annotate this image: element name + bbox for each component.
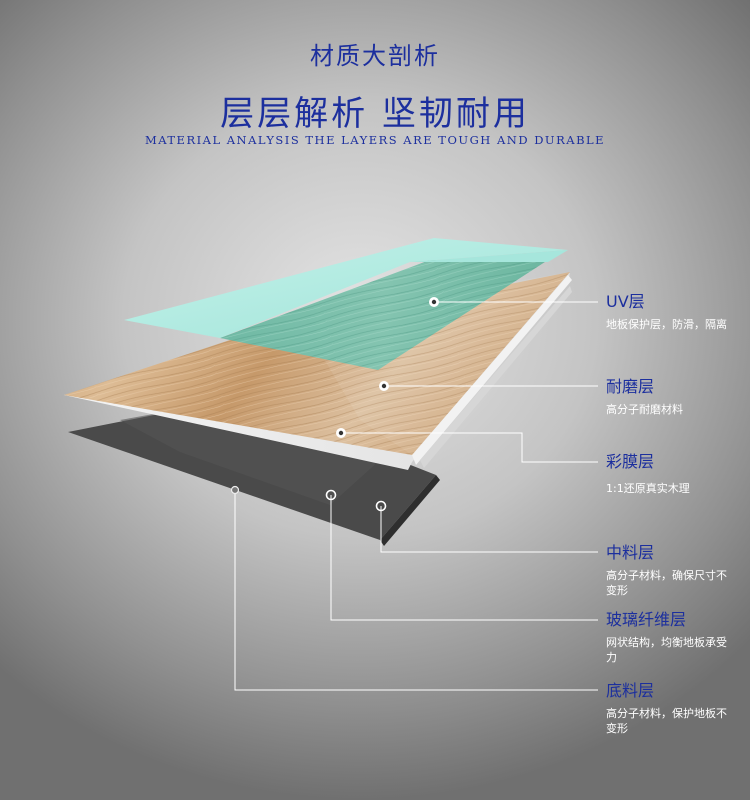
callout-title: 中料层	[606, 543, 655, 562]
callout-title: 玻璃纤维层	[606, 610, 687, 629]
callout-fiberglass: 玻璃纤维层 网状结构，均衡地板承受力	[606, 610, 731, 665]
marker-ring-fiber	[325, 489, 337, 501]
callout-title: 底料层	[606, 681, 655, 700]
callout-desc: 高分子材料，保护地板不变形	[606, 707, 727, 735]
callout-film: 彩膜层 1:1还原真实木理	[606, 452, 731, 496]
callout-desc: 高分子耐磨材料	[606, 403, 683, 416]
base-layer	[68, 398, 440, 546]
marker-ring-core	[375, 500, 387, 512]
callout-markers	[230, 297, 439, 512]
callout-title: 彩膜层	[606, 452, 655, 471]
callout-desc: 高分子材料，确保尺寸不变形	[606, 569, 727, 597]
callout-wear: 耐磨层 高分子耐磨材料	[606, 377, 731, 417]
callout-desc: 地板保护层，防滑，隔离	[606, 318, 727, 331]
page-headline: 层层解析 坚韧耐用	[220, 94, 530, 134]
page-subtitle: MATERIAL ANALYSIS THE LAYERS ARE TOUGH A…	[144, 133, 606, 147]
callout-desc: 网状结构，均衡地板承受力	[606, 636, 727, 664]
callout-uv: UV层 地板保护层，防滑，隔离	[606, 292, 731, 332]
section-title: 材质大剖析	[310, 42, 440, 70]
callout-title: 耐磨层	[606, 377, 655, 396]
callout-core: 中料层 高分子材料，确保尺寸不变形	[606, 543, 731, 598]
callout-base: 底料层 高分子材料，保护地板不变形	[606, 681, 731, 736]
callout-desc: 1:1还原真实木理	[606, 482, 690, 495]
callout-lines	[234, 301, 598, 691]
callout-title: UV层	[606, 292, 645, 311]
uv-tinted-wood	[220, 260, 548, 370]
uv-layer	[124, 238, 568, 338]
marker-dot-base	[230, 485, 240, 495]
